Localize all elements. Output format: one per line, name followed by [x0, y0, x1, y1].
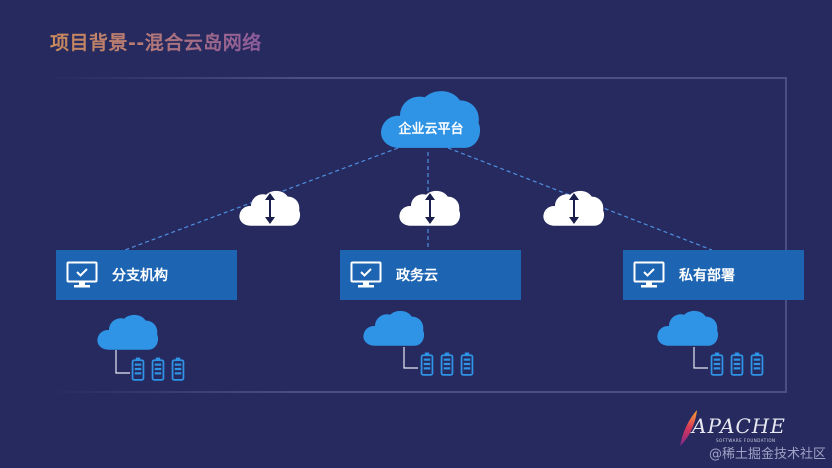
- frame-bottom-line: [45, 391, 305, 393]
- diagram-frame: [290, 77, 787, 393]
- private-cloud-icon: [657, 310, 719, 369]
- gov-storage-icon: [420, 352, 474, 376]
- enterprise-cloud-label: 企业云平台: [398, 122, 464, 137]
- branch-cloud-icon: [97, 314, 159, 374]
- node-label-branch: 分支机构: [112, 268, 168, 284]
- private-storage-icon: [710, 352, 764, 376]
- monitor-icon: [350, 261, 382, 288]
- exchange-cloud-icon-left: [239, 190, 301, 226]
- node-private: 私有部署: [623, 250, 804, 300]
- node-label-gov-cloud: 政务云: [396, 268, 438, 284]
- logo-tagline: SOFTWARE FOUNDATION: [716, 438, 776, 443]
- node-gov-cloud: 政务云: [340, 250, 521, 300]
- monitor-icon: [66, 261, 98, 288]
- node-label-private: 私有部署: [679, 268, 735, 284]
- frame-top-line: [45, 77, 305, 79]
- feather-icon: [680, 410, 697, 446]
- exchange-cloud-icon-right: [543, 190, 605, 226]
- monitor-icon: [633, 261, 665, 288]
- gov-cloud-icon: [363, 310, 425, 369]
- node-branch: 分支机构: [56, 250, 237, 300]
- apache-logo: APACHE SOFTWARE FOUNDATION: [676, 408, 796, 448]
- logo-wordmark: APACHE: [692, 414, 786, 438]
- watermark: @稀土掘金技术社区: [708, 447, 826, 462]
- branch-storage-icon: [131, 357, 185, 381]
- page-title: 项目背景--混合云岛网络: [50, 28, 262, 55]
- exchange-cloud-icon-center: [399, 190, 461, 226]
